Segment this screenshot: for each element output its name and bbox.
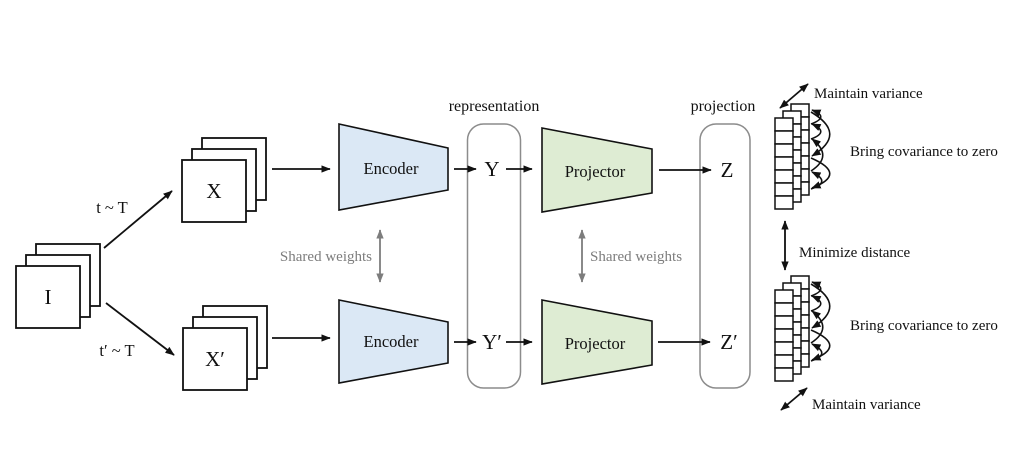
z-prime-label: Z′ (720, 330, 737, 354)
representation-title: representation (449, 98, 540, 115)
projection-title: projection (691, 98, 756, 115)
embedding-stack-top (775, 104, 809, 209)
y-label: Y (484, 157, 499, 181)
z-label: Z (721, 158, 734, 182)
projector-bottom-label: Projector (565, 334, 626, 353)
view-x-label: X (206, 179, 221, 203)
augment-arrow-bottom (105, 302, 175, 356)
view-x-stack (181, 137, 267, 223)
maintain-variance-arrow-top (779, 83, 809, 109)
shared-weights-label-projectors: Shared weights (590, 249, 682, 265)
projector-top-label: Projector (565, 162, 626, 181)
maintain-variance-arrow-bottom (780, 387, 808, 411)
bring-covariance-label-bottom: Bring covariance to zero (850, 318, 998, 334)
encoder-top-label: Encoder (364, 159, 419, 178)
encoder-bottom-trapezoid (338, 299, 449, 384)
embedding-stack-bottom (775, 276, 809, 381)
bring-covariance-label-top: Bring covariance to zero (850, 144, 998, 160)
maintain-variance-label-bottom: Maintain variance (812, 397, 921, 413)
augment-arrow-top (103, 190, 173, 249)
view-x-prime-label: X′ (205, 347, 225, 371)
covariance-arcs-top (811, 110, 830, 189)
y-prime-label: Y′ (482, 330, 502, 354)
projector-top-trapezoid (541, 127, 653, 213)
projector-bottom-trapezoid (541, 299, 653, 385)
covariance-arcs-bottom (811, 282, 830, 361)
augment-label-bottom: t′ ~ T (99, 341, 134, 360)
input-image-stack (15, 243, 101, 329)
projection-container (699, 123, 751, 389)
encoder-top-trapezoid (338, 123, 449, 211)
augment-label-top: t ~ T (96, 198, 128, 217)
view-x-prime-stack (182, 305, 268, 391)
maintain-variance-label-top: Maintain variance (814, 86, 923, 102)
input-label: I (45, 285, 52, 309)
representation-container (466, 123, 522, 389)
encoder-bottom-label: Encoder (364, 332, 419, 351)
shared-weights-label-encoders: Shared weights (280, 249, 372, 265)
minimize-distance-label: Minimize distance (799, 245, 911, 261)
